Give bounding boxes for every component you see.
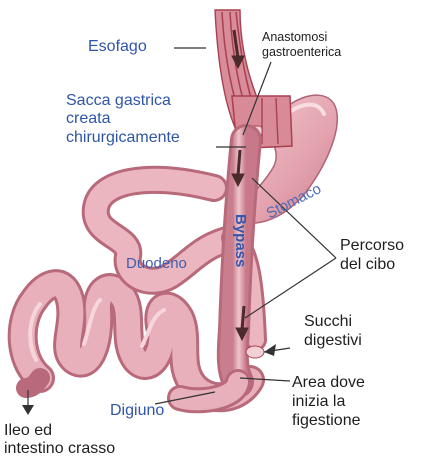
label-succhi-line1: Succhi [304,312,362,331]
label-succhi-line2: digestivi [304,331,362,350]
small-intestine-loops [23,284,250,397]
label-ileo-intestino: Ileo ed intestino crasso [4,422,115,457]
label-bypass: Bypass [231,214,248,267]
label-ileo-line1: Ileo ed [4,422,115,440]
label-anastomosi: Anastomosi gastroenterica [262,30,341,60]
label-duodeno: Duodeno [126,256,187,273]
label-sacca-gastrica: Sacca gastrica creata chirurgicamente [66,92,180,147]
label-sacca-line1: Sacca gastrica [66,92,180,110]
label-percorso-line1: Percorso [340,236,404,255]
label-area-line2: inizia la [292,392,365,411]
label-sacca-line2: creata [66,110,180,128]
label-anastomosi-line1: Anastomosi [262,30,341,45]
label-esofago: Esofago [88,38,147,56]
label-ileo-line2: intestino crasso [4,440,115,458]
label-percorso-cibo: Percorso del cibo [340,236,404,274]
label-succhi-digestivi: Succhi digestivi [304,312,362,350]
label-percorso-line2: del cibo [340,255,404,274]
label-area-line1: Area dove [292,373,365,392]
label-digiuno: Digiuno [110,402,164,420]
label-anastomosi-line2: gastroenterica [262,45,341,60]
label-area-line3: figestione [292,411,365,430]
label-sacca-line3: chirurgicamente [66,129,180,147]
label-area-digestione: Area dove inizia la figestione [292,373,365,431]
